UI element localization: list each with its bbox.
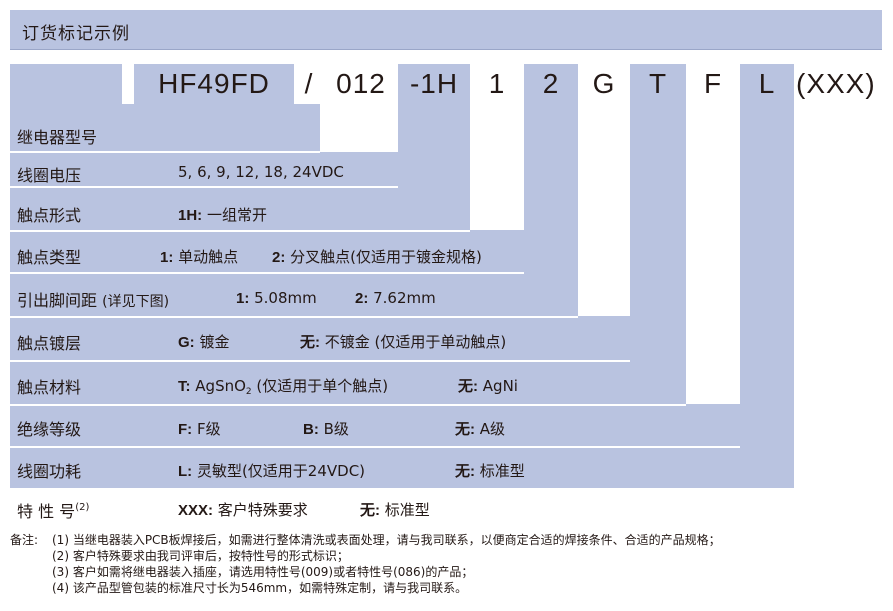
code-coil-power: L	[740, 64, 794, 104]
option-material-none: 无: AgNi	[458, 377, 518, 395]
label-material: 触点材料	[17, 378, 82, 397]
code-slash: /	[294, 64, 324, 104]
label-pin-pitch: 引出脚间距 (详见下图)	[17, 291, 170, 310]
page-title: 订货标记示例	[22, 24, 130, 44]
option-pitch-2: 2: 7.62mm	[355, 289, 436, 307]
option-1h: 1H: 一组常开	[178, 206, 267, 224]
option-material-t: T: AgSnO2 (仅适用于单个触点)	[178, 377, 389, 397]
option-voltage: 5, 6, 9, 12, 18, 24VDC	[178, 163, 344, 181]
code-contact-type: 1	[470, 64, 524, 104]
code-insulation: F	[686, 64, 740, 104]
label-contact-type: 触点类型	[17, 248, 82, 267]
code-pin-pitch: 2	[524, 64, 578, 104]
title-bar: 订货标记示例	[10, 10, 882, 50]
option-plating-g: G: 镀金	[178, 333, 230, 351]
label-contact-form: 触点形式	[17, 206, 82, 225]
code-model: HF49FD	[134, 64, 294, 104]
label-plating: 触点镀层	[17, 334, 82, 353]
option-power-none: 无: 标准型	[455, 462, 525, 480]
option-special-none: 无: 标准型	[360, 501, 430, 519]
option-type-2: 2: 分叉触点(仅适用于镀金规格)	[272, 248, 482, 266]
label-insulation: 绝缘等级	[17, 420, 82, 439]
code-voltage: 012	[324, 64, 398, 104]
option-pitch-1: 1: 5.08mm	[236, 289, 317, 307]
option-type-1: 1: 单动触点	[160, 248, 239, 266]
label-special: 特 性 号(2)	[17, 502, 90, 521]
label-coil-power: 线圈功耗	[17, 462, 82, 481]
label-coil-voltage: 线圈电压	[17, 166, 82, 185]
code-special: (XXX)	[796, 64, 882, 104]
code-material: T	[630, 64, 686, 104]
option-insulation-none: 无: A级	[455, 420, 506, 438]
option-insulation-f: F: F级	[178, 420, 221, 438]
option-power-l: L: 灵敏型(仅适用于24VDC)	[178, 462, 366, 480]
notes-prefix: 备注:	[10, 533, 39, 547]
option-insulation-b: B: B级	[303, 420, 349, 438]
option-special-xxx: XXX: 客户特殊要求	[178, 501, 308, 519]
code-contact-form: -1H	[398, 64, 470, 104]
option-plating-none: 无: 不镀金 (仅适用于单动触点)	[300, 333, 507, 351]
code-plating: G	[578, 64, 630, 104]
label-relay-model: 继电器型号	[17, 128, 98, 147]
